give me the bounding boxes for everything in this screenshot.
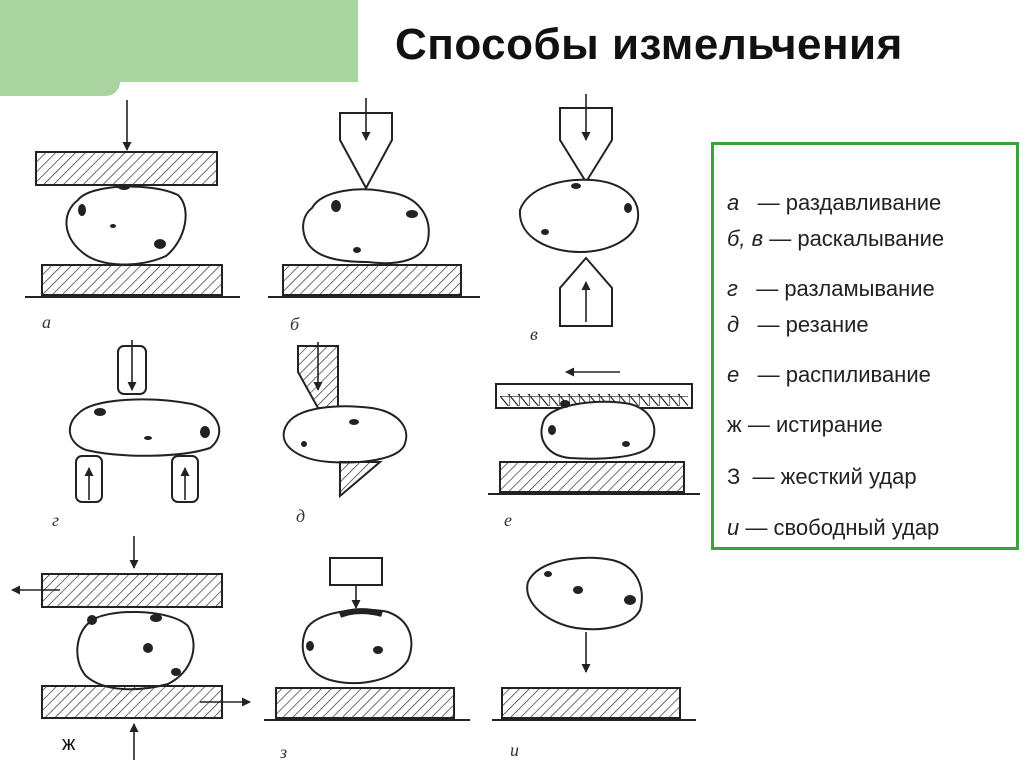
legend-text: — свободный удар: [745, 515, 940, 540]
panel-letter-a: а: [42, 312, 51, 332]
legend-text: — истирание: [747, 412, 883, 437]
legend-key: З: [727, 464, 741, 489]
legend-key: ж: [727, 412, 742, 437]
legend-item: б, в — раскалывание: [727, 226, 944, 252]
panel-letter-b: б: [290, 314, 300, 334]
legend-key: е: [727, 362, 740, 387]
page-title: Способы измельчения: [395, 20, 903, 69]
panel-letter-d: д: [296, 506, 305, 526]
panel-i: [492, 556, 696, 721]
title-accent-curve: [0, 82, 120, 96]
legend-key: и: [727, 515, 740, 540]
panel-g: [68, 340, 221, 503]
panel-a: [25, 100, 240, 298]
panel-letter-i: и: [510, 740, 519, 760]
panel-letter-zh: ж: [62, 733, 76, 755]
panel-letter-e: е: [504, 510, 512, 530]
panel-letter-g: г: [52, 510, 59, 530]
legend-item: д — резание: [727, 312, 869, 338]
legend-key: б, в: [727, 226, 764, 251]
panel-z: [264, 557, 470, 721]
panel-zh: [11, 536, 251, 760]
panel-letter-z: з: [279, 742, 287, 762]
panel-v: [518, 94, 640, 327]
legend-text: — распиливание: [757, 362, 931, 387]
legend-key: г: [727, 276, 738, 301]
legend-text: — резание: [757, 312, 869, 337]
legend-text: — жесткий удар: [752, 464, 917, 489]
legend-box: а — раздавливание б, в — раскалывание г …: [711, 142, 1019, 550]
legend-text: — раздавливание: [757, 190, 942, 215]
title-accent-bar: [0, 0, 358, 82]
legend-text: — разламывание: [756, 276, 935, 301]
panel-letter-v: в: [530, 324, 538, 344]
legend-item: З — жесткий удар: [727, 464, 917, 490]
legend-item: г — разламывание: [727, 276, 935, 302]
panel-b: [268, 98, 480, 298]
legend-key: д: [727, 312, 740, 337]
legend-item: и — свободный удар: [727, 515, 939, 541]
legend-item: е — распиливание: [727, 362, 931, 388]
panel-d: [282, 342, 408, 499]
panel-e: [488, 367, 700, 495]
legend-item: ж — истирание: [727, 412, 883, 438]
legend-item: а — раздавливание: [727, 190, 941, 216]
legend-text: — раскалывание: [769, 226, 945, 251]
legend-key: а: [727, 190, 740, 215]
